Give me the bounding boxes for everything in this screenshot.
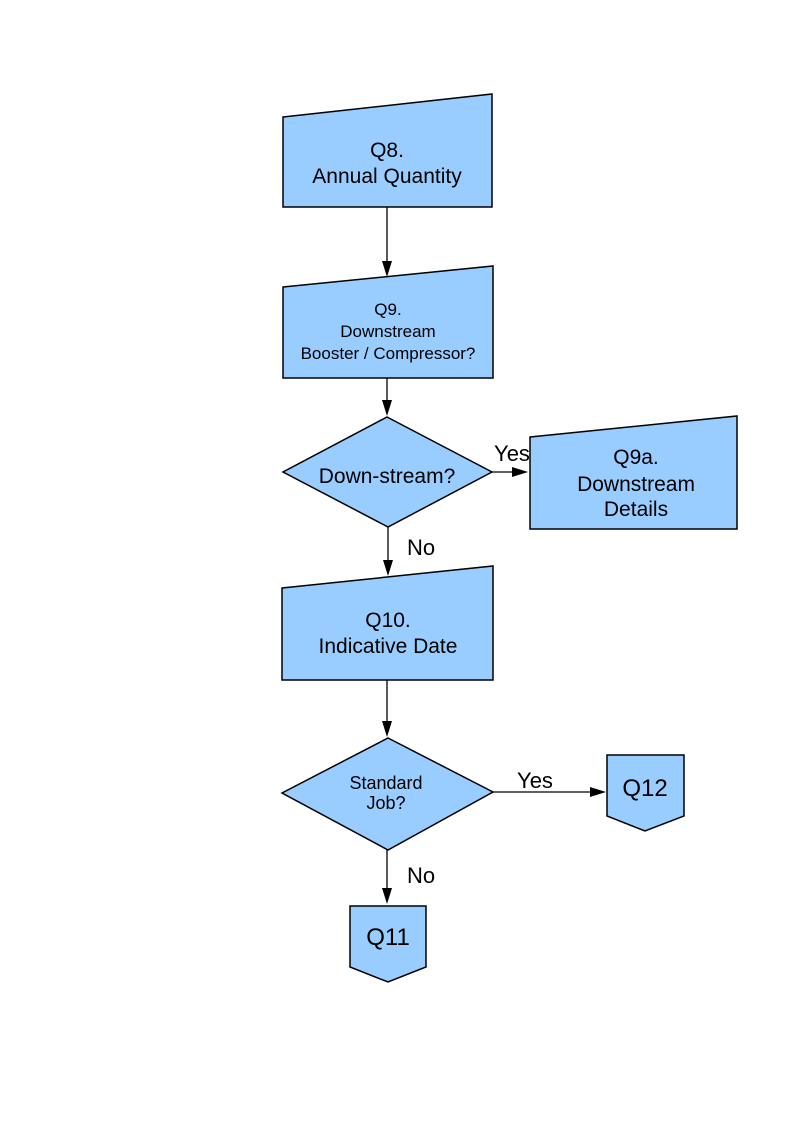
- q9-label-line1: Q9.: [374, 300, 401, 319]
- node-downstream-decision: Down-stream?: [281, 416, 494, 528]
- q10-label-line2: Indicative Date: [319, 635, 458, 658]
- connector-q9-to-downstream-decision: [382, 378, 392, 416]
- q9-label-line3: Booster / Compressor?: [301, 344, 476, 363]
- q8-label-line1: Q8.: [370, 139, 404, 162]
- downstream-decision-label: Down-stream?: [319, 465, 456, 488]
- node-standard-job-decision: Standard Job?: [280, 737, 495, 851]
- connector-downstream-no-to-q10: [383, 527, 393, 576]
- q9a-box: [529, 415, 738, 530]
- node-q12: Q12: [606, 754, 685, 832]
- arrowhead-down-icon: [382, 888, 392, 904]
- q8-label-line2: Annual Quantity: [312, 165, 462, 188]
- connector-downstream-yes-to-q9a: [492, 467, 528, 477]
- connector-q10-to-standard-job-decision: [382, 680, 392, 737]
- standard-job-label-line2: Job?: [366, 793, 405, 813]
- q11-connector-shape: [349, 905, 427, 983]
- q9a-label-line2: Downstream: [577, 473, 695, 496]
- node-q10: Q10. Indicative Date: [281, 565, 494, 681]
- arrowhead-right-icon: [590, 787, 606, 797]
- q9a-label-line3: Details: [604, 498, 668, 521]
- node-q8: Q8. Annual Quantity: [282, 93, 493, 208]
- edge-label-downstream-yes: Yes: [494, 441, 530, 466]
- node-q9: Q9. Downstream Booster / Compressor?: [282, 265, 494, 379]
- node-q9a: Q9a. Downstream Details: [529, 415, 738, 530]
- q10-label-line1: Q10.: [365, 609, 411, 632]
- edge-label-downstream-no: No: [407, 535, 435, 560]
- connector-standard-job-yes-to-q12: [493, 787, 606, 797]
- q8-box: [282, 93, 493, 208]
- arrowhead-down-icon: [383, 560, 393, 576]
- q11-label: Q11: [366, 924, 410, 951]
- connector-standard-job-no-to-q11: [382, 850, 392, 904]
- q12-label: Q12: [622, 775, 667, 802]
- arrowhead-down-icon: [382, 721, 392, 737]
- edge-label-standard-job-no: No: [407, 863, 435, 888]
- connector-q8-to-q9: [382, 207, 392, 277]
- standard-job-label-line1: Standard: [349, 773, 422, 793]
- downstream-decision-diamond: [281, 416, 494, 528]
- arrowhead-right-icon: [512, 467, 528, 477]
- q9a-label-line1: Q9a.: [613, 446, 659, 469]
- q9-label-line2: Downstream: [340, 322, 435, 341]
- q12-connector-shape: [606, 754, 685, 832]
- arrowhead-down-icon: [382, 400, 392, 416]
- standard-job-decision-diamond: [280, 737, 495, 851]
- q9-box: [282, 265, 494, 379]
- q10-box: [281, 565, 494, 681]
- edge-label-standard-job-yes: Yes: [517, 768, 553, 793]
- arrowhead-down-icon: [382, 261, 392, 277]
- node-q11: Q11: [349, 905, 427, 983]
